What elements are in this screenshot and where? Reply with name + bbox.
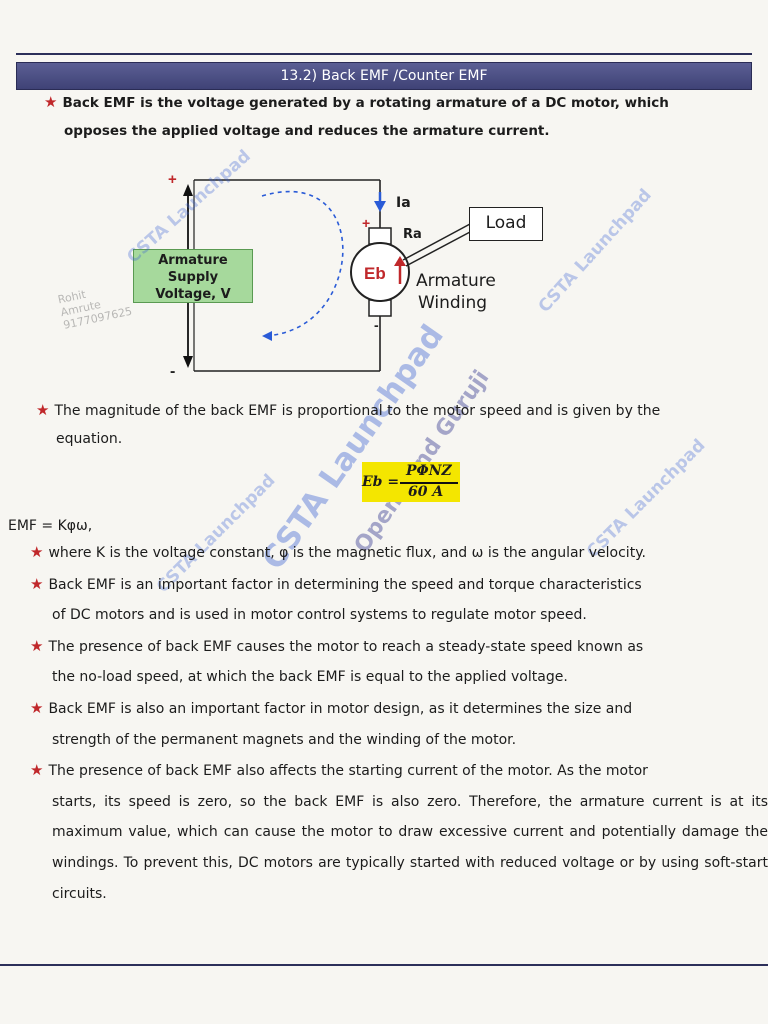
intro-paragraph: ★Back EMF is the voltage generated by a … <box>44 88 756 145</box>
loop-arrow-head <box>262 331 272 341</box>
armature-circle <box>350 242 410 302</box>
bottom-rule <box>0 964 768 966</box>
bullet-text: Back EMF is also an important factor in … <box>48 700 633 717</box>
list-item: ★The presence of back EMF also affects t… <box>30 755 768 909</box>
magnitude-line-2: equation. <box>56 431 123 447</box>
current-arrow-head <box>374 201 386 212</box>
formula-fraction-bar <box>400 482 458 484</box>
bullet-continuation: starts, its speed is zero, so the back E… <box>52 793 768 902</box>
intro-line-1: Back EMF is the voltage generated by a r… <box>62 95 669 111</box>
list-item: ★Back EMF is also an important factor in… <box>30 693 768 755</box>
top-rule <box>16 53 752 55</box>
list-item: ★where K is the voltage constant, φ is t… <box>30 537 768 569</box>
bullet-text: The presence of back EMF causes the moto… <box>48 638 644 655</box>
voltage-arrow-head-up <box>183 184 193 196</box>
emf-arrow-head <box>394 256 406 266</box>
voltage-arrow-head-down <box>183 356 193 368</box>
minus-sign-motor: - <box>374 317 379 333</box>
star-icon: ★ <box>30 636 44 655</box>
emf-equation: EMF = Kφω, <box>8 518 93 534</box>
plus-sign-top: + <box>168 171 177 188</box>
magnitude-paragraph: ★The magnitude of the back EMF is propor… <box>36 396 764 453</box>
magnitude-line-1: The magnitude of the back EMF is proport… <box>54 403 661 419</box>
bullet-text: Back EMF is an important factor in deter… <box>48 576 642 593</box>
bullet-list: ★where K is the voltage constant, φ is t… <box>30 537 768 909</box>
minus-sign-bottom: - <box>170 363 175 380</box>
supply-label-line-2: Supply <box>167 270 219 285</box>
section-header: 13.2) Back EMF /Counter EMF <box>16 62 752 90</box>
emf-label: Eb <box>364 264 386 283</box>
bottom-brush <box>368 299 392 317</box>
winding-label-line-1: Armature <box>416 271 496 291</box>
bullet-continuation: of DC motors and is used in motor contro… <box>52 607 587 624</box>
armature-winding-label: Armature Winding <box>416 270 496 314</box>
star-icon: ★ <box>36 401 50 419</box>
load-box: Load <box>469 207 543 241</box>
current-label: Ia <box>396 195 411 211</box>
star-icon: ★ <box>30 543 44 561</box>
list-item: ★Back EMF is an important factor in dete… <box>30 569 768 631</box>
bullet-text: where K is the voltage constant, φ is th… <box>48 545 646 561</box>
bullet-text: The presence of back EMF also affects th… <box>48 763 648 780</box>
shaft-lower <box>405 231 471 267</box>
back-emf-diagram: Eb + - + - <box>168 171 471 380</box>
formula-lhs: Eb = <box>362 474 400 490</box>
intro-line-2: opposes the applied voltage and reduces … <box>64 123 550 139</box>
star-icon: ★ <box>30 574 44 593</box>
plus-sign-motor: + <box>362 215 370 231</box>
winding-label-line-2: Winding <box>418 293 488 313</box>
back-emf-formula: Eb = PΦNZ 60 A <box>362 462 460 502</box>
star-icon: ★ <box>30 698 44 717</box>
armature-supply-box: Armature Supply Voltage, V <box>133 249 253 303</box>
bullet-continuation: the no-load speed, at which the back EMF… <box>52 669 568 686</box>
bullet-continuation: strength of the permanent magnets and th… <box>52 731 517 748</box>
star-icon: ★ <box>44 93 58 111</box>
resistance-label: Ra <box>403 227 422 242</box>
supply-label-line-1: Armature <box>158 253 228 268</box>
list-item: ★The presence of back EMF causes the mot… <box>30 631 768 693</box>
current-loop-dashed <box>261 190 344 337</box>
formula-denominator: 60 A <box>408 484 444 500</box>
formula-numerator: PΦNZ <box>406 463 452 479</box>
star-icon: ★ <box>30 761 44 780</box>
top-brush <box>368 227 392 245</box>
shaft-upper <box>402 223 471 261</box>
supply-label-line-3: Voltage, V <box>155 287 231 302</box>
